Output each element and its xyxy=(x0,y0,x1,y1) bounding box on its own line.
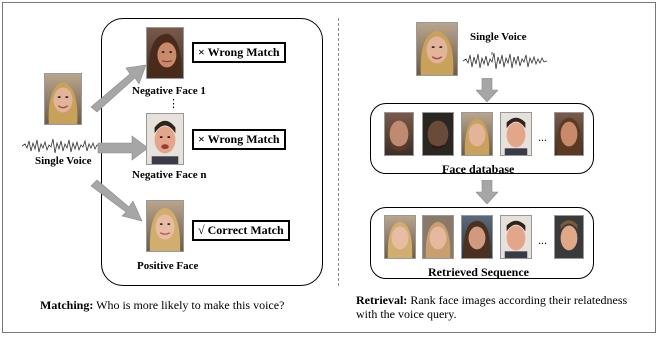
database-face-last xyxy=(554,112,584,156)
database-face-4 xyxy=(500,112,532,156)
retrieved-face-last xyxy=(554,215,584,259)
face-database-group xyxy=(370,103,594,174)
retrieved-face-3 xyxy=(461,215,493,259)
face-database-label: Face database xyxy=(442,162,515,176)
retrieved-sequence-label: Retrieved Sequence xyxy=(428,265,529,279)
arrow-to-negative-1 xyxy=(90,64,147,113)
retrieval-caption-bold: Retrieval: xyxy=(356,293,408,307)
arrow-to-positive xyxy=(90,179,143,222)
wrong-match-box-1: × Wrong Match xyxy=(192,42,286,63)
retrieved-face-2 xyxy=(422,215,454,259)
negative-face-1-image xyxy=(146,27,184,79)
retrieval-caption: Retrieval: Rank face images according th… xyxy=(356,293,646,321)
database-face-1 xyxy=(384,112,414,156)
arrow-voice-to-database xyxy=(476,78,498,102)
positive-face-image xyxy=(146,200,184,252)
retrieval-query-face-image xyxy=(416,22,458,76)
retrieval-voice-waveform xyxy=(463,52,547,70)
panel-divider xyxy=(338,18,339,286)
matching-caption: Matching: Who is more likely to make thi… xyxy=(40,298,340,312)
arrow-database-to-sequence xyxy=(476,180,498,204)
retrieved-sequence-group xyxy=(370,207,594,279)
arrow-to-negative-n xyxy=(97,135,149,161)
arrows-left xyxy=(90,64,149,222)
database-ellipsis: ... xyxy=(538,130,547,144)
matching-caption-text: Who is more likely to make this voice? xyxy=(93,298,285,312)
database-face-3 xyxy=(461,112,493,156)
negative-face-n-label: Negative Face n xyxy=(132,169,207,181)
matching-caption-bold: Matching: xyxy=(40,298,94,312)
sequence-ellipsis: ... xyxy=(538,233,547,247)
single-voice-label-left: Single Voice xyxy=(35,155,92,167)
retrieval-caption-text: Rank face images according their related… xyxy=(356,293,628,321)
query-face-image xyxy=(44,73,82,125)
negative-face-n-image xyxy=(146,113,184,165)
correct-match-box: √ Correct Match xyxy=(192,220,290,241)
single-voice-label-right: Single Voice xyxy=(470,31,527,43)
retrieved-face-1 xyxy=(384,215,416,259)
wrong-match-box-n: × Wrong Match xyxy=(192,129,286,150)
database-face-2 xyxy=(422,112,454,156)
negative-face-1-label: Negative Face 1 xyxy=(132,85,206,97)
figure-frame xyxy=(2,2,656,333)
retrieved-face-4 xyxy=(500,215,532,259)
positive-face-label: Positive Face xyxy=(137,260,199,272)
vertical-ellipsis: ⋮ xyxy=(168,98,179,110)
single-voice-waveform xyxy=(22,138,100,154)
